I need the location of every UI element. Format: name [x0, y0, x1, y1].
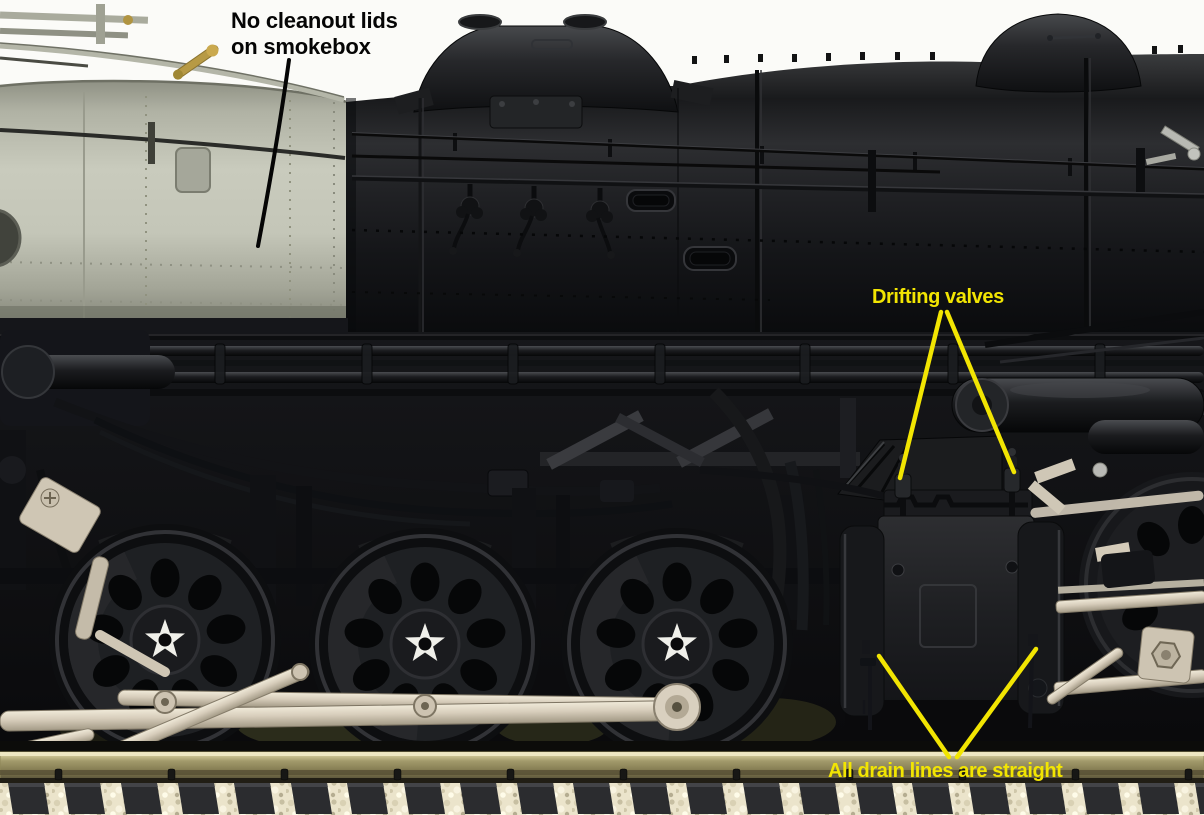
blowoff-fittings: [449, 184, 615, 259]
sand-dome: [394, 14, 714, 129]
annotation-drain-lines: All drain lines are straight: [828, 646, 1064, 782]
drain-cock-left: [860, 640, 876, 730]
drain-cock-right: [1028, 634, 1048, 729]
cylinder-head-right: [1017, 521, 1065, 715]
boiler-handrails: [351, 132, 1204, 199]
guide-bar-upper: [1055, 590, 1204, 614]
smokebox-note-pointer-line: [256, 58, 291, 248]
boiler: [346, 13, 1204, 334]
smokebox: [0, 42, 347, 336]
crosshead-valve-gear: [1027, 458, 1204, 705]
cylinder-assembly: [699, 377, 1204, 746]
frame-struts: [540, 398, 860, 478]
drifting-valves-pointer-left: [897, 309, 944, 481]
cylinder-head-left: [839, 525, 885, 717]
rail: [0, 751, 1204, 783]
boiler-top-studs: [692, 45, 1183, 64]
smokebox-door-bracket: [175, 147, 211, 193]
track: [0, 741, 1204, 815]
rail-spikes: [54, 768, 1193, 781]
annotation-drifting-valves: Drifting valves: [872, 286, 1017, 481]
drain-lines-pointer-left: [876, 653, 952, 760]
drifting-valves-label: Drifting valves: [872, 286, 1004, 308]
smokebox-handrail: [0, 128, 346, 160]
throttle-linkage: [1136, 125, 1201, 192]
smokebox-top-handrail: [0, 43, 345, 103]
smokebox-note-line1: No cleanout lids: [231, 8, 398, 33]
annotation-smokebox-note: No cleanout lids on smokebox: [231, 8, 398, 248]
left-valve-bracket: [19, 477, 170, 677]
drain-lines-pointer-right: [954, 646, 1039, 760]
front-platform-railing: [0, 4, 149, 68]
drifting-valves-pointer-right: [944, 309, 1017, 475]
number-plate: [0, 209, 22, 267]
main-rod-big-end: [653, 683, 701, 731]
drain-lines-label: All drain lines are straight: [828, 760, 1063, 782]
steam-dome: [975, 13, 1142, 93]
bell-icon: [172, 44, 219, 80]
smokebox-note-line2: on smokebox: [231, 34, 372, 59]
